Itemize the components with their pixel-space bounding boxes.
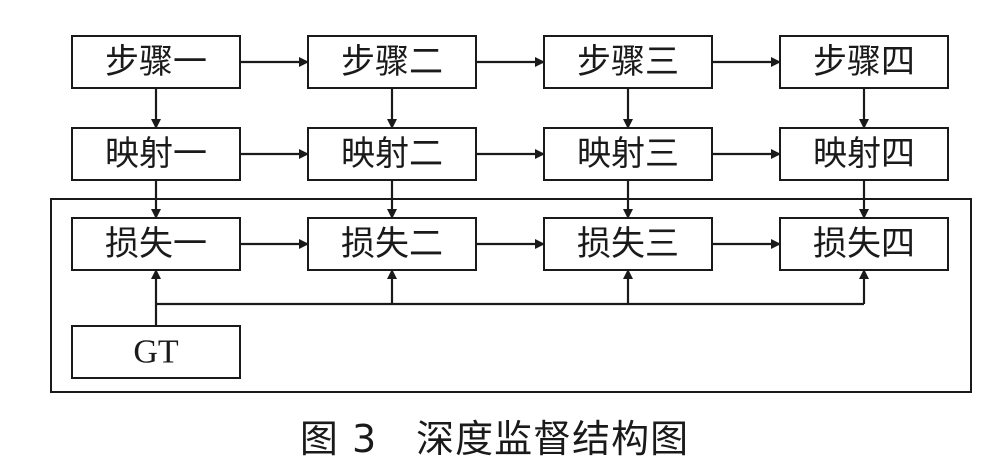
- loss-region-frame: [50, 198, 972, 393]
- step-label-3: 步骤三: [577, 42, 679, 82]
- connectors: [151, 57, 869, 326]
- step-node-3: 步骤三: [543, 35, 713, 89]
- step-node-4: 步骤四: [779, 35, 949, 89]
- mapping-label-2: 映射二: [341, 134, 443, 174]
- step-node-1: 步骤一: [71, 35, 241, 89]
- mapping-node-1: 映射一: [71, 127, 241, 181]
- mapping-node-3: 映射三: [543, 127, 713, 181]
- ground-truth-label: GT: [133, 334, 179, 371]
- step-node-2: 步骤二: [307, 35, 477, 89]
- step-label-2: 步骤二: [341, 42, 443, 82]
- loss-node-3: 损失三: [543, 217, 713, 271]
- loss-node-4: 损失四: [779, 217, 949, 271]
- step-label-4: 步骤四: [813, 42, 915, 82]
- mapping-node-2: 映射二: [307, 127, 477, 181]
- loss-label-3: 损失三: [577, 224, 679, 264]
- mapping-node-4: 映射四: [779, 127, 949, 181]
- mapping-label-4: 映射四: [813, 134, 915, 174]
- mapping-label-1: 映射一: [105, 134, 207, 174]
- step-label-1: 步骤一: [105, 42, 207, 82]
- loss-node-2: 损失二: [307, 217, 477, 271]
- loss-label-4: 损失四: [813, 224, 915, 264]
- mapping-label-3: 映射三: [577, 134, 679, 174]
- loss-label-2: 损失二: [341, 224, 443, 264]
- loss-node-1: 损失一: [71, 217, 241, 271]
- ground-truth-node: GT: [71, 325, 241, 379]
- loss-label-1: 损失一: [105, 224, 207, 264]
- figure-caption: 图 3 深度监督结构图: [299, 417, 690, 461]
